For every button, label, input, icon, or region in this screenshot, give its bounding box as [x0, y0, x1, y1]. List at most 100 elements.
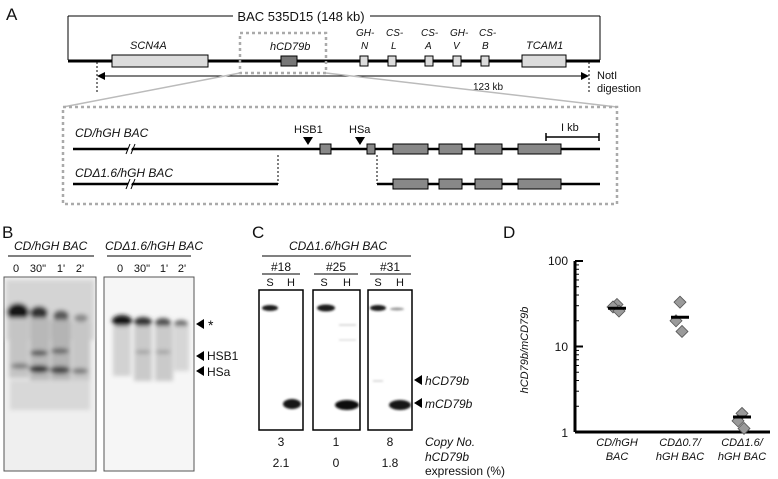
d-ylabel: hCD79b/mCD79b	[519, 307, 531, 394]
blot-31	[367, 289, 413, 431]
band-marker-hsb1	[196, 351, 204, 361]
expr-25: 0	[333, 456, 340, 470]
gel1-lane-label-1: 0	[13, 263, 19, 275]
band-marker-star	[196, 319, 204, 329]
csa-label-2: A	[424, 41, 432, 52]
ghv-gene	[452, 55, 462, 67]
digest-arrow-right	[581, 72, 589, 80]
line-id-31: #31	[380, 260, 400, 274]
band-hsb1-label: HSB1	[207, 349, 239, 363]
hcd79b-gene	[280, 55, 298, 67]
gel2-lane-label-3: 1'	[160, 263, 168, 275]
line-id-25: #25	[326, 260, 346, 274]
panel-a: A BAC 535D15 (148 kb) SCN4A hCD79b GH- N…	[6, 5, 641, 206]
gel1-lane-label-2: 30"	[30, 263, 46, 275]
expr-18: 2.1	[273, 456, 290, 470]
copy-18: 3	[278, 435, 285, 449]
construct-deleted-label: CDΔ1.6/hGH BAC	[75, 166, 173, 180]
d-data-point	[737, 421, 751, 436]
csa-gene	[424, 55, 434, 67]
hcd79b-band-label: hCD79b	[425, 374, 469, 388]
mcd79b-band-marker	[414, 398, 422, 408]
zoom-inset	[61, 105, 619, 206]
d-ytick-1: 1	[561, 426, 568, 440]
projection-left	[62, 72, 241, 108]
csl-label-1: CS-	[386, 28, 404, 39]
ghn-label-2: N	[361, 41, 369, 52]
d-y-ticks	[575, 260, 583, 433]
blot-25	[312, 289, 361, 431]
panel-c-letter: C	[252, 223, 264, 242]
panel-d: D hCD79b/mCD79b 100 10 1 CD/hGH BAC CDΔ0…	[503, 223, 770, 463]
construct-full-label: CD/hGH BAC	[75, 126, 149, 140]
csb-gene	[480, 55, 490, 67]
scn4a-gene	[111, 54, 209, 68]
lane-h-31: H	[396, 277, 404, 289]
digest-size: 123 kb	[473, 82, 503, 93]
projection-right	[325, 72, 618, 108]
csl-label-2: L	[391, 41, 397, 52]
ghv-label-2: V	[453, 41, 461, 52]
hsa-label: HSa	[349, 124, 371, 136]
hcd79b-band-marker	[414, 375, 422, 385]
csb-label-1: CS-	[479, 28, 497, 39]
panel-a-letter: A	[6, 5, 18, 24]
d-plot-marks	[606, 295, 751, 436]
csl-gene	[387, 55, 397, 67]
blot-18	[258, 289, 304, 431]
gel1-lane-label-4: 2'	[76, 263, 84, 275]
panel-d-letter: D	[503, 223, 515, 242]
gel1-title: CD/hGH BAC	[14, 239, 88, 253]
copy-label: Copy No.	[425, 435, 475, 449]
copy-25: 1	[333, 435, 340, 449]
gel2-title: CDΔ1.6/hGH BAC	[105, 239, 203, 253]
d-xlabel-3-line1: CDΔ1.6/	[721, 437, 764, 449]
ghn-gene	[359, 55, 369, 67]
d-ytick-10: 10	[555, 340, 569, 354]
d-xlabel-3-line2: hGH BAC	[718, 451, 766, 463]
panel-b: B CD/hGH BAC CDΔ1.6/hGH BAC 0 30" 1' 2' …	[2, 223, 239, 472]
band-hsa-label: HSa	[207, 365, 231, 379]
scale-label: I kb	[561, 122, 579, 134]
hsb1-arrowhead	[303, 137, 313, 145]
gel2-lane-label-2: 30"	[134, 263, 150, 275]
noti-label-2: digestion	[597, 83, 641, 95]
tcam1-label: TCAM1	[526, 40, 563, 52]
ghv-label-1: GH-	[450, 28, 469, 39]
lane-s-31: S	[374, 277, 381, 289]
line-id-18: #18	[271, 260, 291, 274]
lane-h-18: H	[287, 277, 295, 289]
d-xlabel-2-line2: hGH BAC	[656, 451, 704, 463]
d-xlabel-1-line2: BAC	[606, 451, 629, 463]
hsa-arrowhead	[355, 137, 365, 145]
lane-s-18: S	[266, 277, 273, 289]
digest-arrow-left	[97, 72, 105, 80]
panel-c: C CDΔ1.6/hGH BAC #18 #25 #31 S H S H S H	[252, 223, 505, 478]
gel2-lane-label-4: 2'	[178, 263, 186, 275]
gel2-image	[103, 276, 195, 472]
gel1-image	[3, 276, 97, 472]
band-star-label: *	[208, 317, 214, 333]
scn4a-label: SCN4A	[130, 40, 167, 52]
band-marker-hsa	[196, 366, 204, 376]
ghn-label-1: GH-	[356, 28, 375, 39]
noti-label-1: NotI	[597, 70, 617, 82]
csa-label-1: CS-	[421, 28, 439, 39]
gel1-lane-label-3: 1'	[57, 263, 65, 275]
panel-c-title: CDΔ1.6/hGH BAC	[289, 239, 387, 253]
hsb1-label: HSB1	[294, 124, 323, 136]
expr-label-1: hCD79b	[425, 450, 469, 464]
panel-b-letter: B	[2, 223, 13, 242]
construct-full	[73, 143, 600, 155]
copy-31: 8	[387, 435, 394, 449]
bac-label: BAC 535D15 (148 kb)	[237, 9, 364, 24]
d-data-point	[675, 324, 689, 339]
tcam1-gene	[521, 54, 567, 68]
lane-s-25: S	[320, 277, 327, 289]
d-ytick-100: 100	[548, 254, 568, 268]
expr-31: 1.8	[382, 456, 399, 470]
bac-bracket	[67, 15, 601, 60]
csb-label-2: B	[482, 41, 489, 52]
d-xlabel-2-line1: CDΔ0.7/	[659, 437, 702, 449]
